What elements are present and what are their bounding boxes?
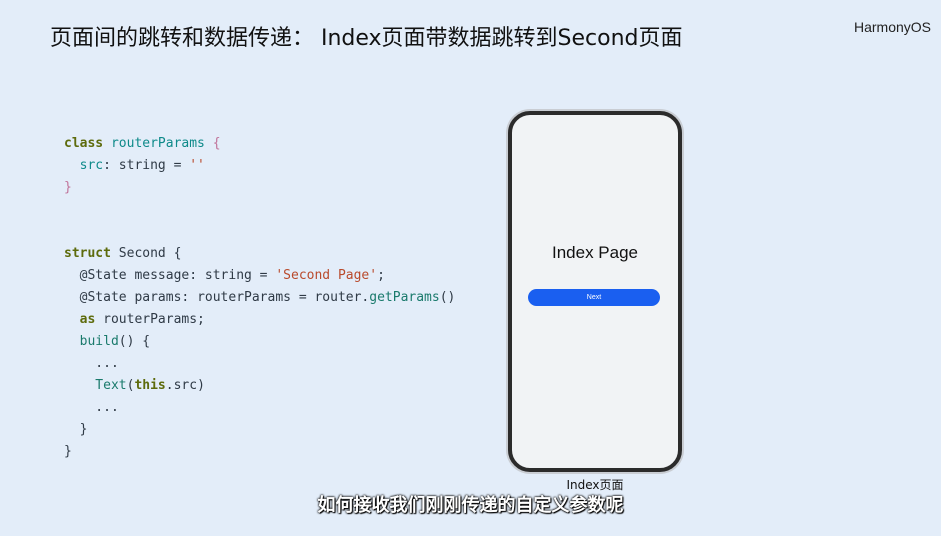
code-line: ... (64, 397, 455, 419)
code-line: struct Second { (64, 243, 455, 265)
code-line: class routerParams { (64, 133, 455, 155)
code-token: ... (64, 400, 119, 415)
code-block: class routerParams { src: string = ''} st… (64, 133, 455, 463)
code-token: () { (118, 334, 151, 349)
code-token: @State (64, 268, 135, 283)
code-line: as routerParams; (64, 309, 455, 331)
code-token: Text (64, 378, 127, 393)
code-token: } (64, 444, 72, 459)
video-subtitle: 如何接收我们刚刚传递的自定义参数呢 (317, 495, 624, 516)
code-line: ... (64, 353, 455, 375)
code-token: : string = (103, 158, 190, 173)
code-token: struct (64, 246, 119, 261)
code-token: '' (189, 158, 205, 173)
code-line: } (64, 177, 455, 199)
code-token: { (212, 136, 221, 151)
code-token: ... (64, 356, 119, 371)
code-blank-line (64, 199, 455, 221)
code-token: params: routerParams = router. (134, 290, 370, 305)
code-token: message: string = (134, 268, 276, 283)
code-token: Second (118, 246, 174, 261)
code-line: } (64, 441, 455, 463)
code-token: .src) (165, 378, 205, 393)
code-line: @State params: routerParams = router.get… (64, 287, 456, 309)
phone-page-title: Index Page (551, 243, 638, 262)
code-token: this (134, 378, 166, 393)
code-blank-line (64, 221, 455, 243)
code-token: () (439, 290, 456, 305)
code-token: as (64, 312, 104, 327)
code-token: } (64, 422, 88, 437)
code-line: @State message: string = 'Second Page'; (64, 265, 455, 287)
code-line: Text(this.src) (64, 375, 455, 397)
code-token: routerParams (110, 136, 213, 151)
code-line: src: string = '' (64, 155, 455, 177)
code-token: routerParams; (103, 312, 205, 327)
harmonyos-logo: HarmonyOS (853, 19, 931, 35)
next-button[interactable]: Next (528, 289, 660, 306)
code-token: build (64, 334, 119, 349)
page-title: 页面间的跳转和数据传递： Index页面带数据跳转到Second页面 (50, 26, 683, 51)
code-token: getParams (369, 290, 440, 305)
code-token: } (64, 180, 72, 195)
code-token: 'Second Page' (275, 268, 378, 283)
phone-caption: Index页面 (566, 478, 624, 492)
code-line: } (64, 419, 455, 441)
code-token: { (173, 246, 182, 261)
code-token: class (64, 136, 111, 151)
phone-mockup: Index Page Next (508, 111, 682, 472)
code-token: @State (64, 290, 135, 305)
code-token: src (64, 158, 104, 173)
code-token: ( (126, 378, 135, 393)
code-token: ; (377, 268, 385, 283)
code-line: build() { (64, 331, 455, 353)
